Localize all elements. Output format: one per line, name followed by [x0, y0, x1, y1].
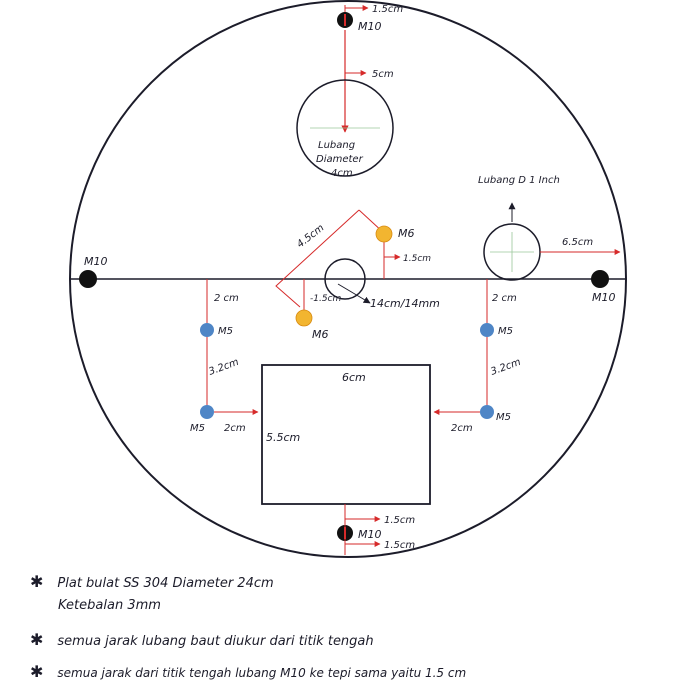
right-2cm-label: 2 cm: [492, 293, 517, 304]
m6-diag-label: 4.5cm: [295, 222, 327, 250]
m10-label-left: M10: [84, 255, 108, 268]
hole-top-label-line3: 4cm: [331, 168, 353, 179]
hole-right-title: Lubang D 1 Inch: [478, 175, 560, 186]
right-h-2cm-label: 2cm: [451, 423, 473, 434]
m10-label-top: M10: [358, 20, 382, 33]
note-line-2: Ketebalan 3mm: [58, 598, 161, 613]
m6-offset-right: 1.5cm: [403, 254, 431, 264]
m5-label-right-upper: M5: [498, 326, 513, 337]
hole-top-label-line2: Diameter: [316, 154, 364, 165]
m5-hole-left-upper: [200, 323, 214, 337]
rect-height-label: 5.5cm: [266, 431, 300, 444]
note-line-1-text: Plat bulat SS 304 Diameter 24cm: [57, 576, 274, 591]
hole-top-4cm: [296, 79, 394, 177]
m5-hole-right-upper: [480, 323, 494, 337]
note-line-4: ✱ semua jarak dari titik tengah lubang M1…: [30, 662, 466, 681]
bottom-offset-label-b: 1.5cm: [384, 540, 415, 551]
note-line-3: ✱ semua jarak lubang baut diukur dari tit…: [30, 630, 374, 649]
note-line-2-text: Ketebalan 3mm: [58, 598, 161, 613]
top-offset-label-a: 1.5cm: [372, 4, 403, 15]
m5-label-left-upper: M5: [218, 326, 233, 337]
m10-label-bottom: M10: [358, 528, 382, 541]
hole-top-label-line1: Lubang: [318, 140, 355, 151]
hole-right-offset: 6.5cm: [562, 237, 593, 248]
left-h-2cm-label: 2cm: [224, 423, 246, 434]
m5-hole-left-lower: [200, 405, 214, 419]
asterisk-icon: ✱: [30, 572, 44, 591]
note-line-3-text: semua jarak lubang baut diukur dari titi…: [57, 634, 374, 649]
m6-offset-left: -1.5cm: [310, 294, 342, 304]
left-2cm-label: 2 cm: [214, 293, 239, 304]
rect-width-label: 6cm: [342, 371, 366, 384]
m5-label-left-lower: M5: [190, 423, 205, 434]
right-3-2cm-label: 3.2cm: [489, 357, 522, 378]
asterisk-icon: ✱: [30, 662, 44, 681]
m5-label-right-lower: M5: [496, 412, 511, 423]
top-offset-label-b: 5cm: [372, 69, 394, 80]
m6-label-bottom: M6: [312, 328, 329, 341]
note-line-1: ✱ Plat bulat SS 304 Diameter 24cm: [30, 572, 274, 591]
m6-hole-top: [375, 225, 393, 243]
m6-label-top: M6: [398, 227, 415, 240]
m6-hole-bottom: [295, 309, 313, 327]
asterisk-icon: ✱: [30, 630, 44, 649]
m10-hole-right: [591, 270, 609, 288]
m10-label-right: M10: [592, 291, 616, 304]
left-3-2cm-label: 3.2cm: [207, 357, 240, 378]
bottom-offset-label-a: 1.5cm: [384, 515, 415, 526]
note-line-4-text: semua jarak dari titik tengah lubang M10…: [57, 666, 467, 680]
hole-center-size: 14cm/14mm: [370, 297, 440, 310]
rect-cutout: [261, 364, 431, 505]
m5-hole-right-lower: [480, 405, 494, 419]
hole-center-14mm: [324, 258, 366, 300]
m10-hole-left: [79, 270, 97, 288]
